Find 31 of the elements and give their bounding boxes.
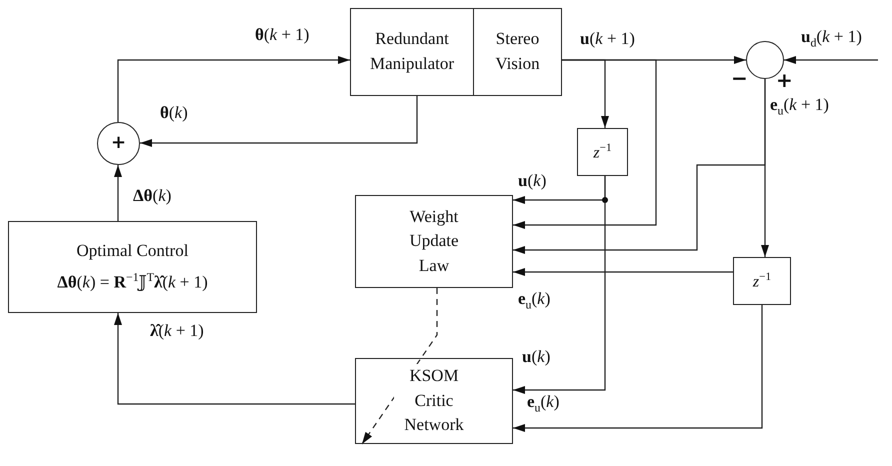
edge-label: e$_{u}$(k + 1) [770, 96, 829, 118]
summing-junction [97, 122, 140, 165]
edge-label: u$_{d}$(k + 1) [801, 28, 862, 50]
arrow [513, 59, 657, 229]
block-box [355, 195, 513, 288]
block-box [350, 8, 474, 96]
arrow [140, 96, 418, 147]
arrow [513, 305, 763, 432]
edge-label: u(k + 1) [580, 30, 635, 49]
arrow [117, 56, 350, 122]
edge-label: θ(k) [160, 104, 188, 123]
edge-label: e$_{u}$(k) [527, 393, 560, 414]
sign-label: + [776, 70, 793, 90]
arrow [114, 313, 355, 405]
block-box [577, 128, 628, 176]
edge-label: λ̂(k + 1) [150, 322, 204, 341]
edge-label: Δθ(k) [133, 187, 172, 206]
block-box [8, 221, 257, 313]
arrow [513, 268, 733, 276]
arrow [114, 165, 122, 221]
sign-label: − [731, 68, 748, 88]
block-box [733, 257, 791, 305]
edge-label: θ(k + 1) [255, 26, 310, 45]
arrow [761, 79, 769, 257]
arrow [784, 56, 878, 64]
block-box [473, 8, 562, 96]
arrow [513, 176, 606, 394]
edge-label: u(k) [518, 172, 546, 191]
edge-label: e$_{u}$(k) [518, 290, 550, 312]
block-box [355, 358, 513, 444]
edge-label: u(k) [522, 348, 550, 367]
